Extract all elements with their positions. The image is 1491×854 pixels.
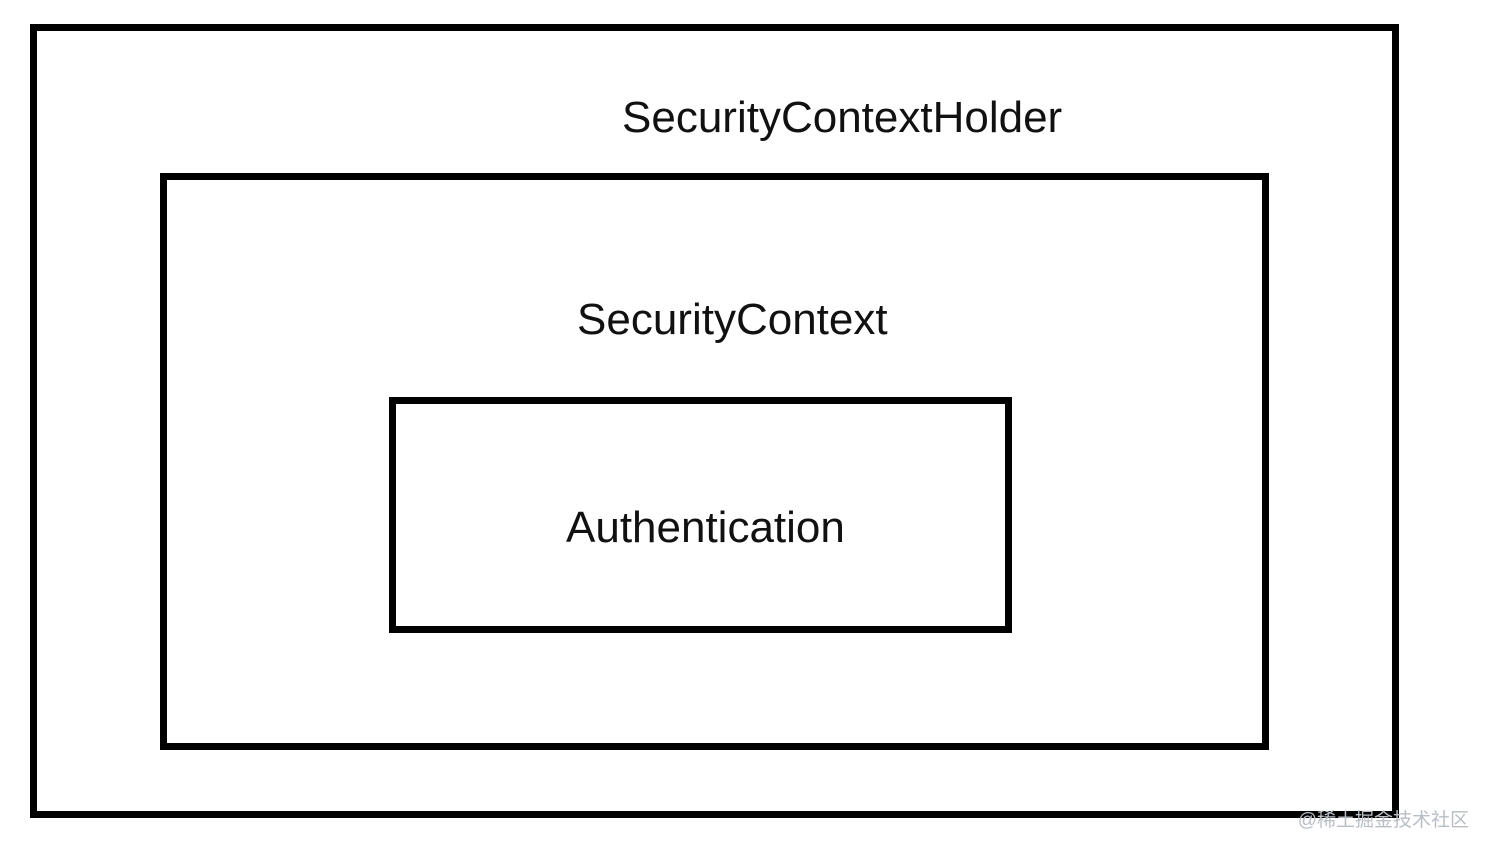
watermark: @稀土掘金技术社区 xyxy=(1297,810,1469,831)
authentication-label: Authentication xyxy=(566,503,845,552)
authentication-box xyxy=(389,397,1012,633)
security-context-label: SecurityContext xyxy=(577,295,888,344)
security-context-holder-label: SecurityContextHolder xyxy=(622,93,1063,142)
